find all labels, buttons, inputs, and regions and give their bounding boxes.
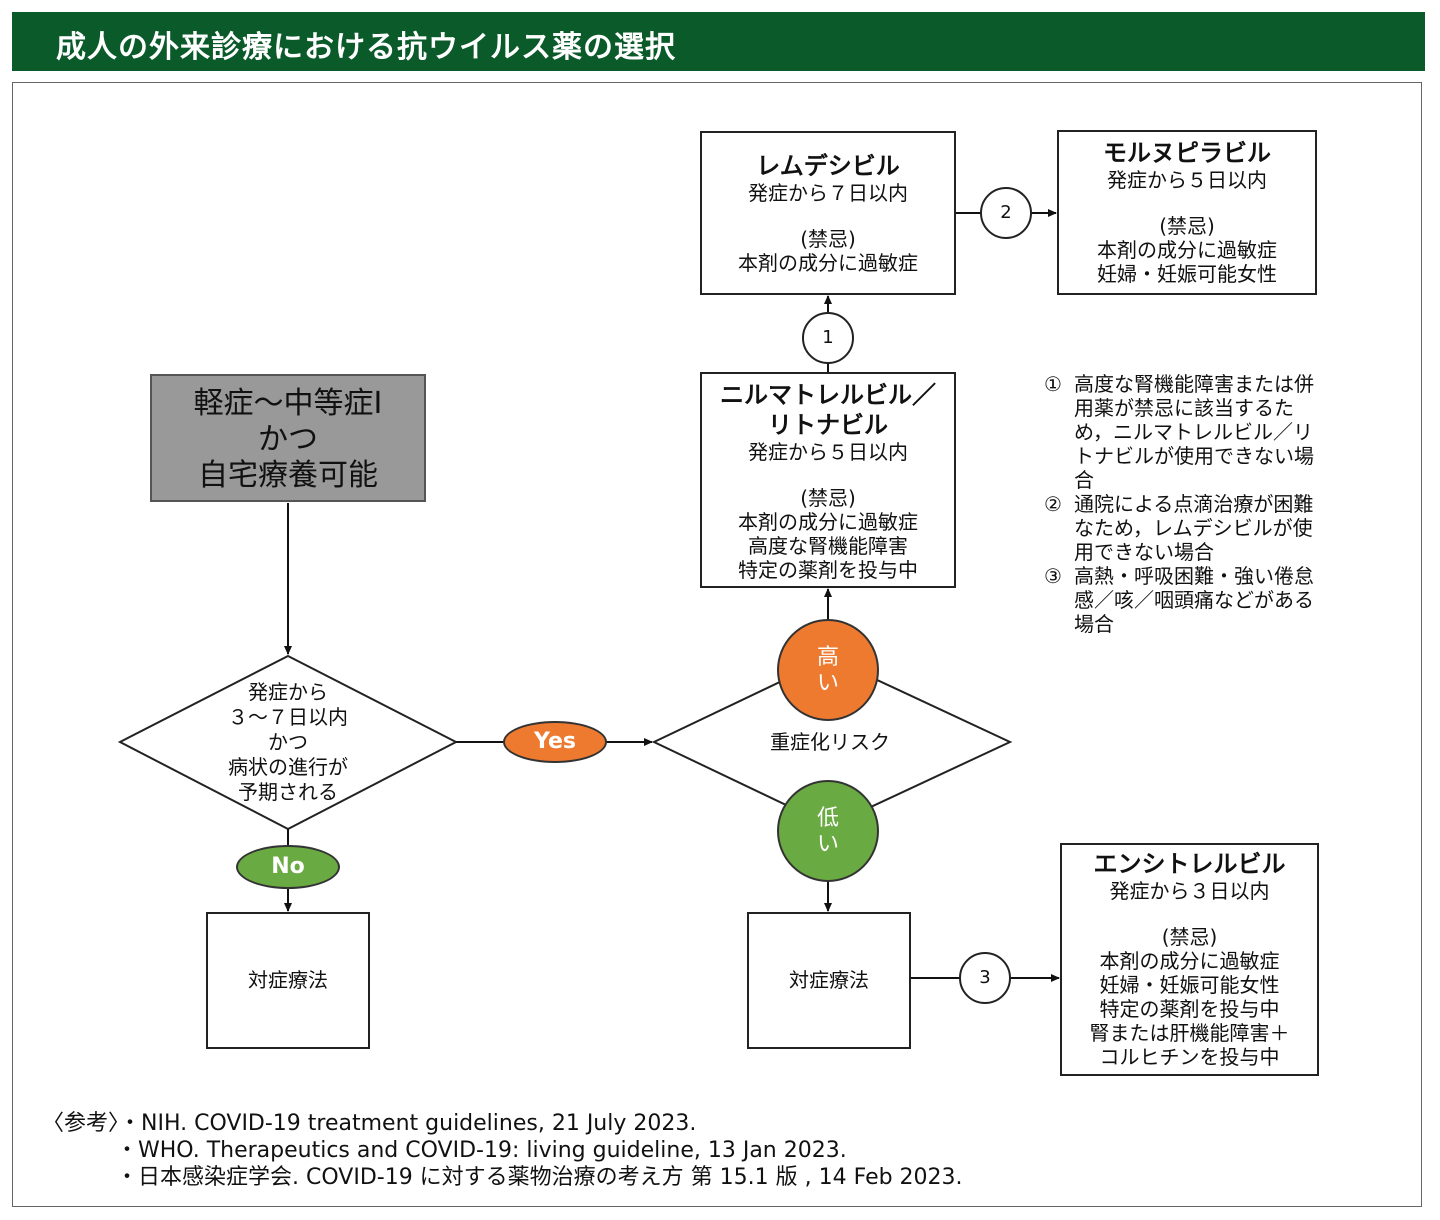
drug-name: ニルマトレルビル／ xyxy=(720,381,936,409)
low-char: い xyxy=(816,832,839,857)
contra-item: コルヒチンを投与中 xyxy=(1099,1045,1280,1069)
reference-item: ・WHO. Therapeutics and COVID-19: living … xyxy=(42,1137,963,1164)
contra-title: (禁忌) xyxy=(1159,214,1215,238)
contra-item: 高度な腎機能障害 xyxy=(748,534,908,558)
reference-text: ・NIH. COVID-19 treatment guidelines, 21 … xyxy=(119,1111,697,1136)
high-char: 高 xyxy=(816,645,839,670)
low-risk-badge: 低 い xyxy=(777,780,879,882)
contra-item: 本剤の成分に過敏症 xyxy=(1097,238,1277,262)
molnupiravir-box: モルヌピラビル 発症から５日以内 (禁忌) 本剤の成分に過敏症 妊婦・妊娠可能女… xyxy=(1057,130,1317,295)
high-char: い xyxy=(816,671,839,696)
diagram-frame xyxy=(12,82,1422,1207)
start-box: 軽症〜中等症Ⅰ かつ 自宅療養可能 xyxy=(150,374,426,502)
contra-item: 腎または肝機能障害＋ xyxy=(1089,1021,1290,1045)
contra-item: 本剤の成分に過敏症 xyxy=(738,510,918,534)
start-line: 軽症〜中等症Ⅰ xyxy=(193,386,383,421)
risk-label: 重症化リスク xyxy=(770,730,890,754)
yes-badge: Yes xyxy=(503,721,607,763)
references: 〈参考〉・NIH. COVID-19 treatment guidelines,… xyxy=(42,1110,963,1191)
reference-text: ・日本感染症学会. COVID-19 に対する薬物治療の考え方 第 15.1 版… xyxy=(116,1165,963,1190)
contra-title: (禁忌) xyxy=(800,486,856,510)
contra-item: 妊婦・妊娠可能女性 xyxy=(1097,262,1277,286)
symptomatic-label: 対症療法 xyxy=(789,968,869,992)
ensitrelvir-box: エンシトレルビル 発症から３日以内 (禁忌) 本剤の成分に過敏症 妊婦・妊娠可能… xyxy=(1060,843,1319,1076)
drug-name: モルヌピラビル xyxy=(1103,139,1271,167)
symptomatic-box-1: 対症療法 xyxy=(206,912,370,1049)
decision-line: 予期される xyxy=(238,780,338,804)
high-risk-badge: 高 い xyxy=(777,619,879,721)
reference-item: ・日本感染症学会. COVID-19 に対する薬物治療の考え方 第 15.1 版… xyxy=(42,1164,963,1191)
symptomatic-label: 対症療法 xyxy=(248,968,328,992)
drug-name: レムデシビル xyxy=(756,152,900,180)
contra-title: (禁忌) xyxy=(800,227,856,251)
contra-item: 特定の薬剤を投与中 xyxy=(738,558,918,582)
note-mark: ② xyxy=(1044,492,1062,516)
decision-line: かつ xyxy=(268,730,308,754)
start-line: かつ xyxy=(258,422,318,457)
step-number-2: 2 xyxy=(980,187,1032,239)
note-item: ③ 高熱・呼吸困難・強い倦怠感／咳／咽頭痛などがある場合 xyxy=(1044,564,1324,636)
low-char: 低 xyxy=(816,806,839,831)
decision-line: 病状の進行が xyxy=(228,755,348,779)
contra-title: (禁忌) xyxy=(1161,925,1218,949)
reference-label: 〈参考〉 xyxy=(42,1111,120,1136)
note-text: 高熱・呼吸困難・強い倦怠感／咳／咽頭痛などがある場合 xyxy=(1074,564,1314,636)
header-bar: 成人の外来診療における抗ウイルス薬の選択 xyxy=(12,12,1425,71)
notes-list: ① 高度な腎機能障害または併用薬が禁忌に該当するため，ニルマトレルビル／リトナビ… xyxy=(1044,372,1324,636)
note-mark: ① xyxy=(1044,372,1062,396)
contra-item: 妊婦・妊娠可能女性 xyxy=(1099,973,1280,997)
drug-period: 発症から７日以内 xyxy=(748,181,908,205)
note-text: 高度な腎機能障害または併用薬が禁忌に該当するため，ニルマトレルビル／リトナビルが… xyxy=(1074,372,1314,492)
drug-period: 発症から５日以内 xyxy=(1107,168,1267,192)
nirmatrelvir-box: ニルマトレルビル／ リトナビル 発症から５日以内 (禁忌) 本剤の成分に過敏症 … xyxy=(700,372,956,588)
drug-period: 発症から５日以内 xyxy=(748,440,908,464)
drug-name: リトナビル xyxy=(768,411,888,439)
decision-line: ３〜７日以内 xyxy=(228,705,348,729)
step-number-3: 3 xyxy=(959,952,1011,1004)
contra-item: 特定の薬剤を投与中 xyxy=(1099,997,1280,1021)
decision-line: 発症から xyxy=(248,680,328,704)
note-mark: ③ xyxy=(1044,564,1062,588)
no-badge: No xyxy=(236,845,340,889)
decision-risk-text: 重症化リスク xyxy=(720,730,940,755)
drug-period: 発症から３日以内 xyxy=(1109,879,1270,903)
note-item: ① 高度な腎機能障害または併用薬が禁忌に該当するため，ニルマトレルビル／リトナビ… xyxy=(1044,372,1324,492)
decision-onset-text: 発症から ３〜７日以内 かつ 病状の進行が 予期される xyxy=(198,680,378,805)
reference-text: ・WHO. Therapeutics and COVID-19: living … xyxy=(116,1138,847,1163)
remdesivir-box: レムデシビル 発症から７日以内 (禁忌) 本剤の成分に過敏症 xyxy=(700,131,956,295)
contra-item: 本剤の成分に過敏症 xyxy=(1099,949,1280,973)
drug-name: エンシトレルビル xyxy=(1093,850,1286,878)
step-number-1: 1 xyxy=(802,312,854,364)
start-line: 自宅療養可能 xyxy=(198,458,378,493)
reference-item: 〈参考〉・NIH. COVID-19 treatment guidelines,… xyxy=(42,1110,963,1137)
contra-item: 本剤の成分に過敏症 xyxy=(738,251,918,275)
page-title: 成人の外来診療における抗ウイルス薬の選択 xyxy=(56,30,676,65)
symptomatic-box-2: 対症療法 xyxy=(747,912,911,1049)
note-text: 通院による点滴治療が困難なため，レムデシビルが使用できない場合 xyxy=(1074,492,1314,564)
note-item: ② 通院による点滴治療が困難なため，レムデシビルが使用できない場合 xyxy=(1044,492,1324,564)
